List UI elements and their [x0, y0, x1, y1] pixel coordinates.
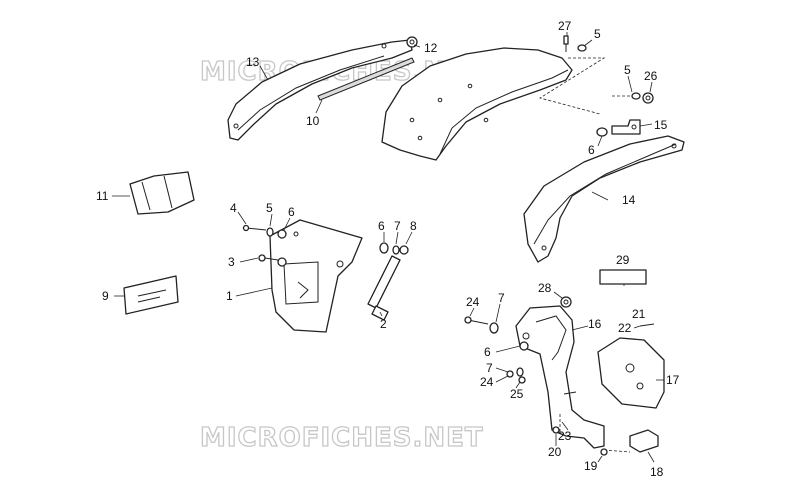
- callout-4: 4: [230, 201, 237, 215]
- callout-6-right: 6: [588, 143, 595, 157]
- washer-part-7-top: [489, 322, 499, 334]
- bolt-part-27: [563, 35, 569, 52]
- callout-6-left: 6: [288, 205, 295, 219]
- right-side-cover-part: [523, 135, 685, 263]
- nut-part-12: [406, 36, 418, 48]
- support-bracket-part: [269, 219, 363, 333]
- callout-27: 27: [558, 19, 572, 33]
- watermark-bottom: MICROFICHES.NET: [200, 423, 484, 453]
- bracket-part-15: [611, 119, 641, 135]
- callout-5-right: 5: [624, 63, 631, 77]
- bolt-part-24-top: [464, 316, 489, 325]
- dash-19: [603, 449, 631, 453]
- callout-22: 22: [618, 321, 632, 335]
- washer-part-5-top: [577, 44, 587, 52]
- reflector-part: [599, 269, 647, 285]
- callout-15: 15: [654, 118, 668, 132]
- nut-part-6-left: [277, 229, 287, 239]
- screw-part-21: [639, 323, 655, 327]
- callout-6-mid: 6: [378, 219, 385, 233]
- license-plate-holder-part: [515, 305, 605, 449]
- callout-9: 9: [102, 289, 109, 303]
- tool-bag-part: [129, 171, 195, 215]
- lower-fastener-group: [506, 367, 526, 384]
- nut-part-19: [600, 448, 608, 456]
- callout-labels: 13 12 10 27 5 5 26 15 6 14 11 9 4 5 6 3 …: [96, 19, 680, 479]
- callout-5-left: 5: [266, 201, 273, 215]
- rear-reflector-part: [629, 429, 659, 453]
- rear-mudguard-part: [381, 47, 573, 161]
- washer-part-5-right: [631, 92, 641, 100]
- rubber-strip-part: [317, 57, 415, 101]
- callout-12: 12: [424, 41, 438, 55]
- callout-8: 8: [410, 219, 417, 233]
- strap-part: [367, 255, 401, 321]
- callout-26: 26: [644, 69, 658, 83]
- callout-24-lower: 24: [480, 375, 494, 389]
- callout-10: 10: [306, 114, 320, 128]
- booklet-part: [123, 275, 179, 315]
- callout-11: 11: [96, 189, 109, 203]
- nut-part-28: [560, 296, 572, 308]
- left-side-cover-part: [227, 39, 413, 141]
- screw-part-20: [552, 426, 560, 434]
- washer-part-5-left: [266, 227, 274, 237]
- callout-7-top: 7: [498, 291, 505, 305]
- callout-21: 21: [632, 307, 646, 321]
- nut-part-6-holder: [519, 341, 529, 351]
- mudguard-dash-line: [539, 57, 606, 115]
- callout-16: 16: [588, 317, 602, 331]
- callout-29: 29: [616, 253, 630, 267]
- callout-24-top: 24: [466, 295, 480, 309]
- washer-part-6-right: [596, 127, 608, 137]
- callout-7-mid: 7: [394, 219, 401, 233]
- leader-lines: [112, 32, 664, 463]
- callout-14: 14: [622, 193, 636, 207]
- nut-part-26: [642, 92, 654, 104]
- callout-25: 25: [510, 387, 524, 401]
- license-plate-light-part: [597, 337, 665, 409]
- callout-7-lower: 7: [486, 361, 493, 375]
- screw-part-4: [242, 224, 267, 232]
- screw-part-3: [258, 254, 279, 262]
- callout-5-top: 5: [594, 27, 601, 41]
- callout-19: 19: [584, 459, 598, 473]
- callout-23: 23: [558, 429, 572, 443]
- callout-6-holder: 6: [484, 345, 491, 359]
- callout-1: 1: [226, 289, 233, 303]
- callout-18: 18: [650, 465, 664, 479]
- callout-17: 17: [666, 373, 680, 387]
- callout-20: 20: [548, 445, 562, 459]
- callout-2: 2: [380, 317, 387, 331]
- callout-3: 3: [228, 255, 235, 269]
- callout-13: 13: [246, 55, 260, 69]
- callout-28: 28: [538, 281, 552, 295]
- washer-group-6-7-8: [379, 242, 409, 255]
